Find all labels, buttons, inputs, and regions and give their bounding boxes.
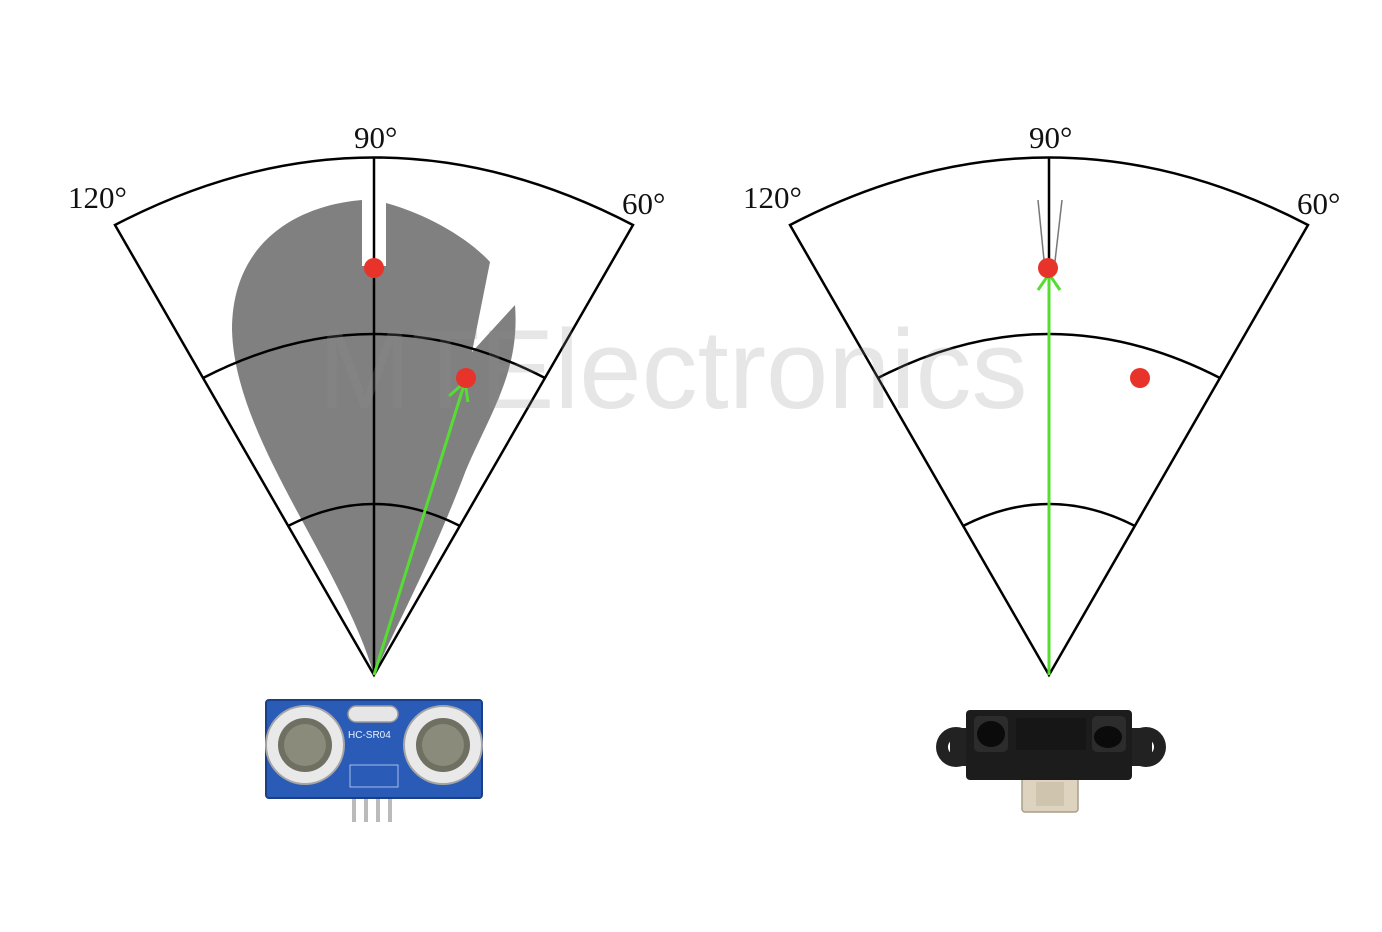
watermark-text: MTElectronics xyxy=(318,307,1027,432)
angle-label-60: 60° xyxy=(622,186,665,221)
target-dot xyxy=(1130,368,1150,388)
target-dot xyxy=(1038,258,1058,278)
ir-distance-sensor-icon xyxy=(936,710,1166,812)
angle-label-90: 90° xyxy=(354,120,397,155)
angle-label-90: 90° xyxy=(1029,120,1072,155)
angle-label-120: 120° xyxy=(743,180,802,215)
sensor-model-label: HC-SR04 xyxy=(348,730,391,741)
angle-label-120: 120° xyxy=(68,180,127,215)
ultrasonic-sensor-icon: HC-SR04 xyxy=(266,700,482,822)
target-dot xyxy=(364,258,384,278)
ir-beam-edge xyxy=(1054,200,1062,270)
angle-label-60: 60° xyxy=(1297,186,1340,221)
